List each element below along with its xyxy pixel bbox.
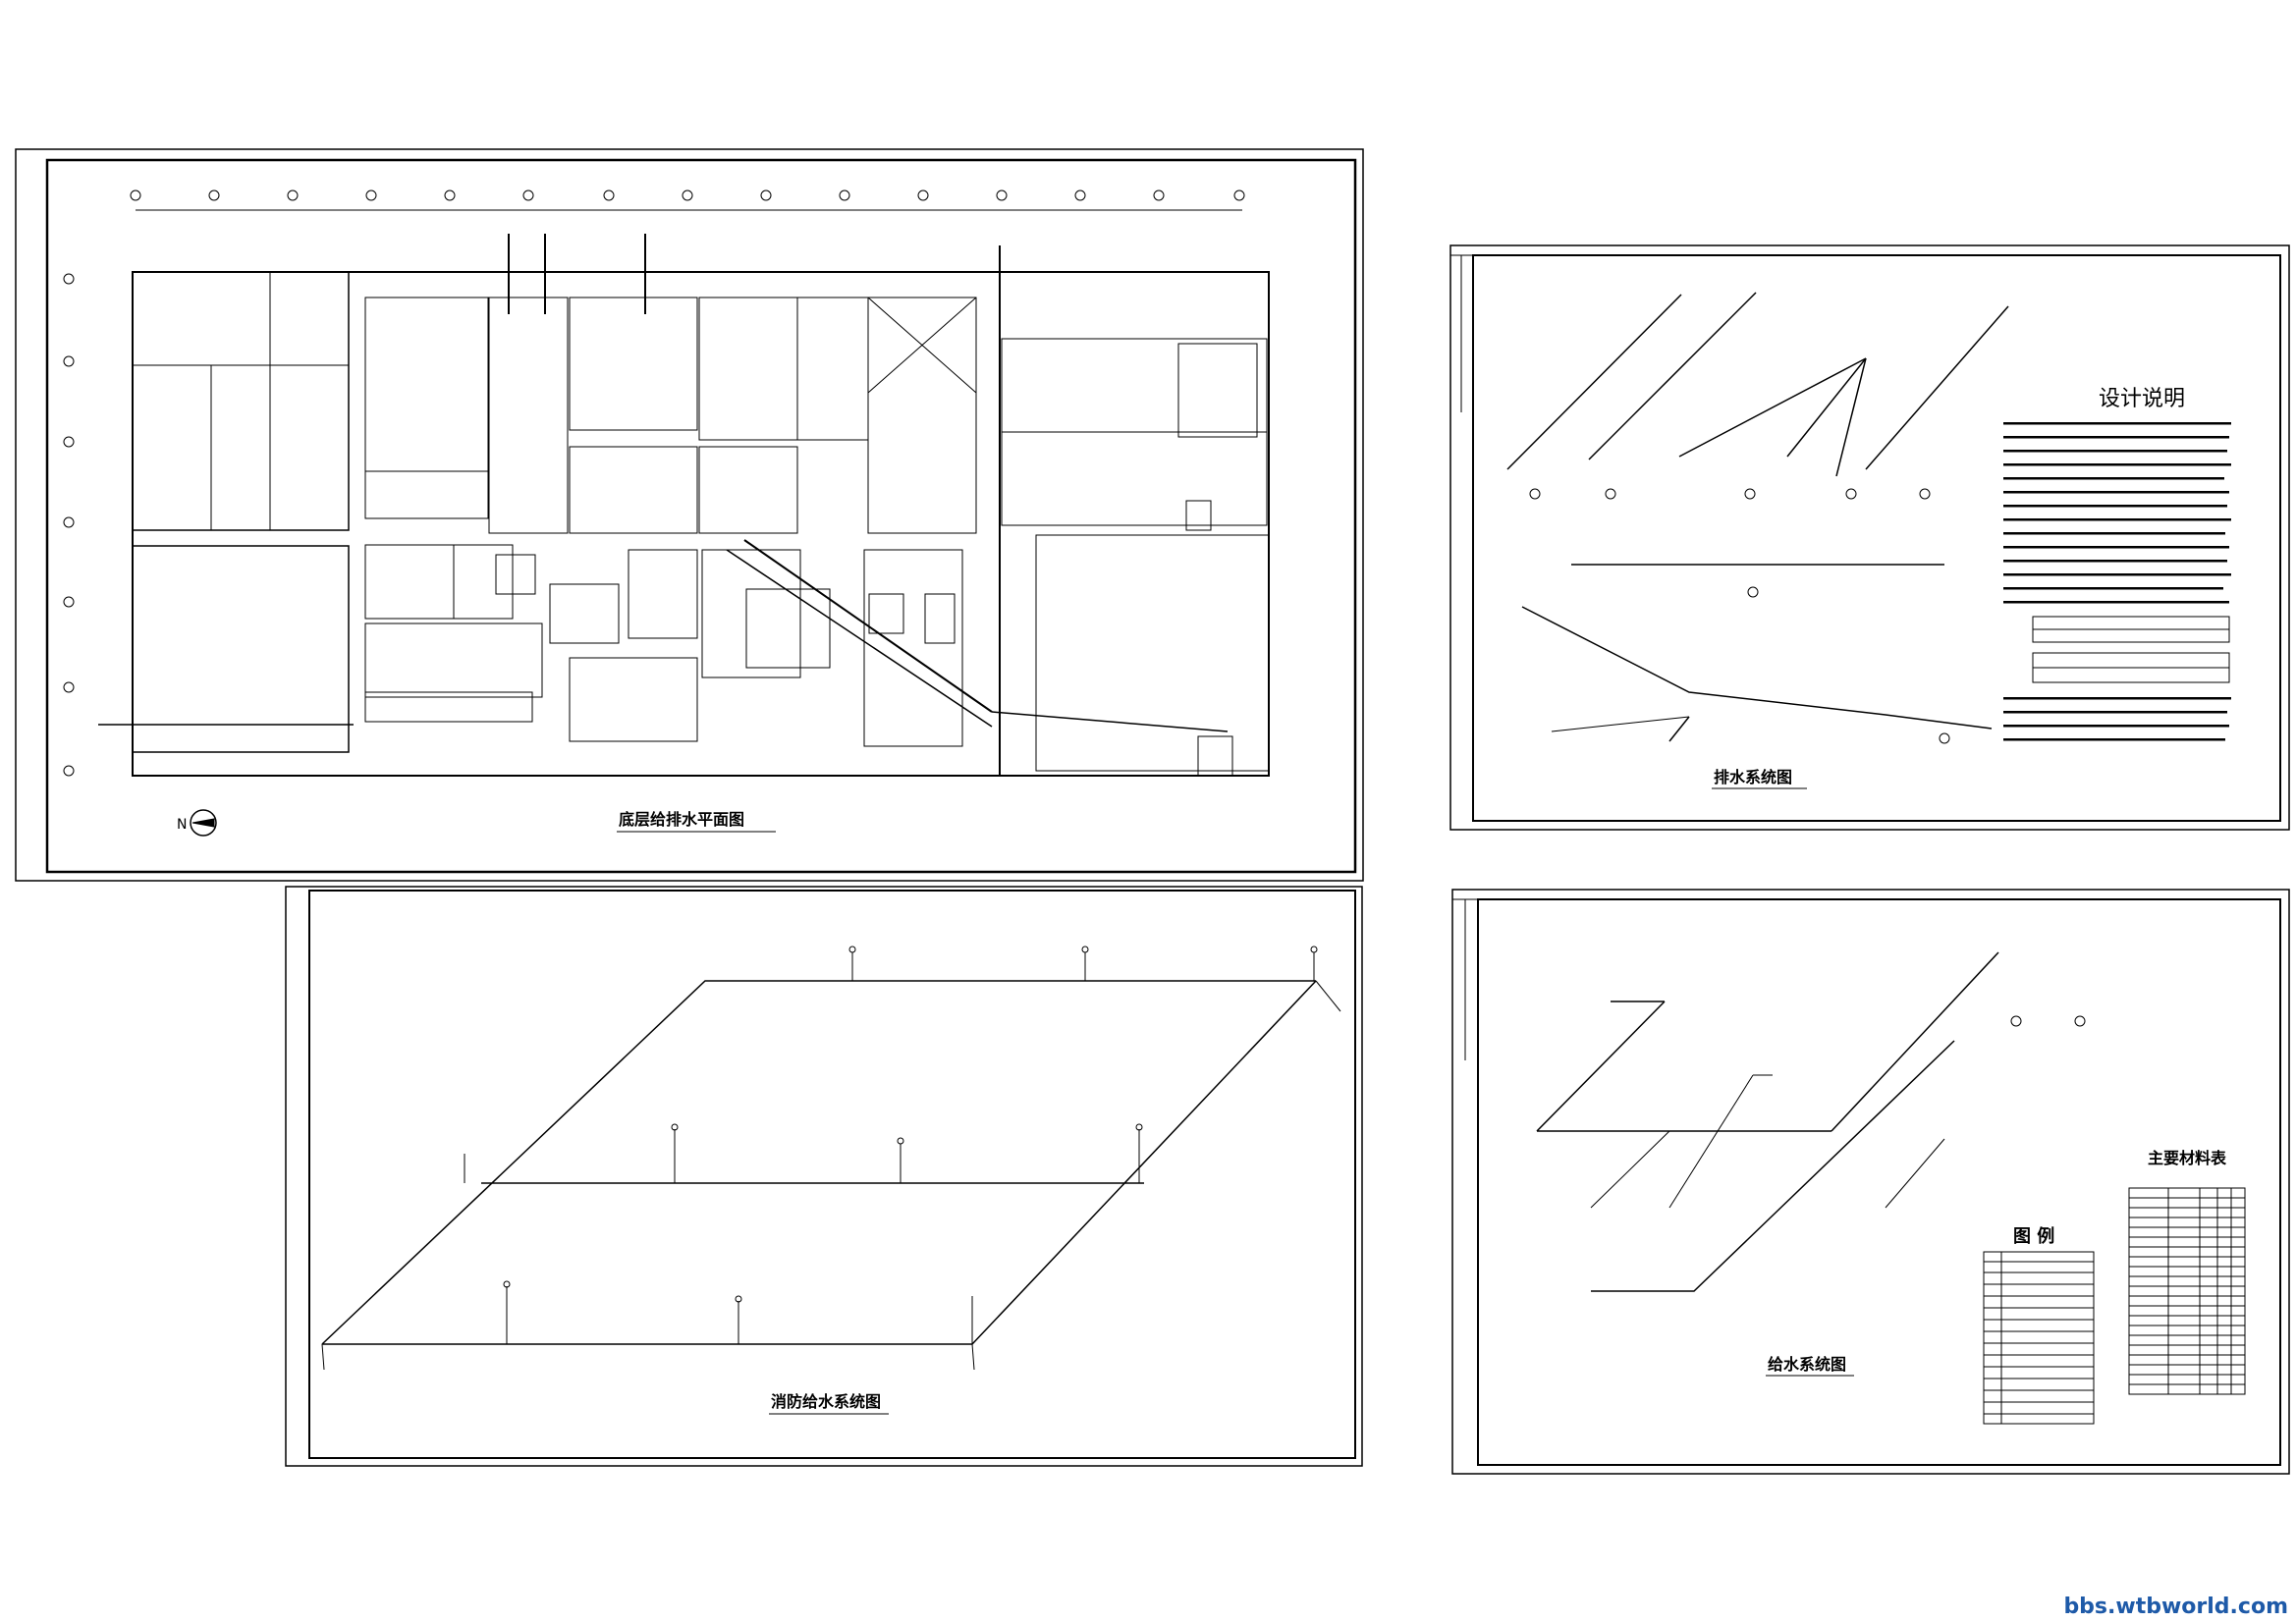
grid-bubbles-top [130,189,1245,201]
fire-supply-title: 消防给水系统图 [771,1392,881,1411]
notes-text-block [2003,422,2231,741]
north-label: N [177,817,187,833]
grid-bubbles-left [63,273,75,777]
materials-rows [2129,1197,2245,1385]
watermark: bbs.wtbworld.com [2063,1595,2288,1619]
legend-title: 图 例 [2013,1225,2054,1247]
floor-plan-sheet [15,148,1364,882]
drainage-title: 排水系统图 [1714,768,1792,786]
drainage-sheet [1449,244,2290,831]
fire-supply-sheet [285,886,1363,1467]
supply-title: 给水系统图 [1768,1355,1846,1374]
north-arrow-icon [190,809,217,837]
notes-title: 设计说明 [2099,387,2185,411]
materials-title: 主要材料表 [2148,1149,2227,1167]
supply-sheet [1451,889,2290,1475]
floor-plan-title: 底层给排水平面图 [619,810,744,829]
